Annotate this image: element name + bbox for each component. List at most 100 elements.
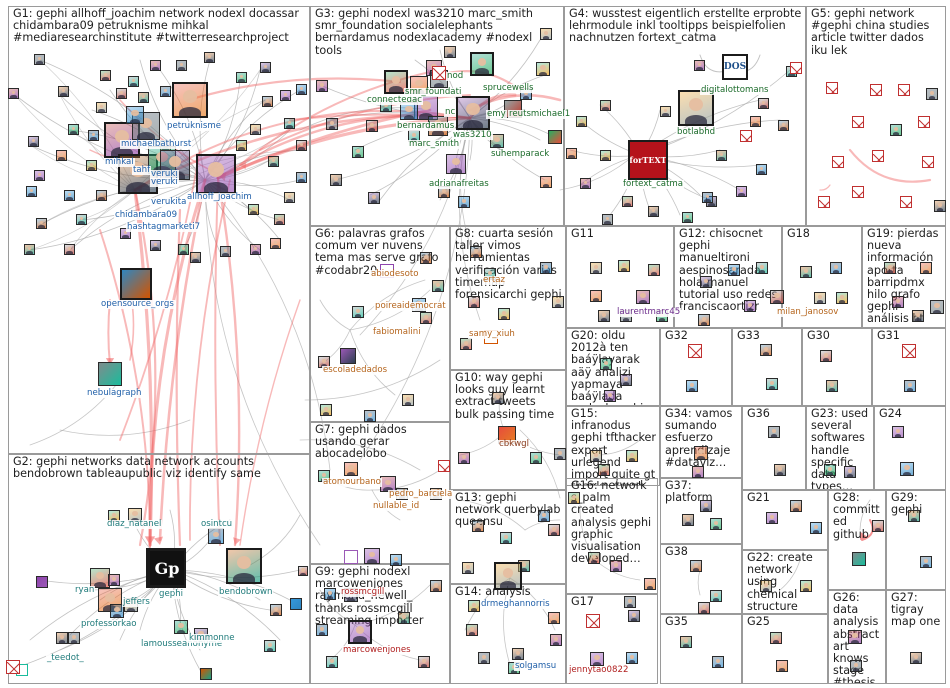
- user-avatar-node[interactable]: [800, 266, 812, 278]
- suspended-account-node[interactable]: [790, 62, 802, 74]
- user-avatar-node[interactable]: [890, 124, 902, 136]
- user-avatar-node[interactable]: [298, 566, 308, 576]
- user-avatar-node[interactable]: [550, 634, 562, 646]
- user-avatar-node[interactable]: [220, 246, 231, 257]
- user-avatar-node[interactable]: [770, 290, 784, 304]
- user-avatar-node[interactable]: [368, 192, 380, 204]
- user-avatar-node[interactable]: [250, 244, 261, 255]
- suspended-account-node[interactable]: [586, 614, 600, 628]
- account-node[interactable]: [98, 362, 122, 386]
- account-node[interactable]: [548, 130, 562, 144]
- user-avatar-node[interactable]: [420, 252, 432, 264]
- user-avatar-node[interactable]: [700, 276, 712, 288]
- user-avatar-node[interactable]: [644, 578, 656, 590]
- user-avatar-node[interactable]: [908, 510, 920, 522]
- user-avatar-node[interactable]: [900, 462, 914, 476]
- user-avatar-node[interactable]: [580, 178, 591, 189]
- user-avatar-node[interactable]: [196, 154, 236, 194]
- user-avatar-node[interactable]: [810, 522, 822, 534]
- user-avatar-node[interactable]: [698, 602, 710, 614]
- user-avatar-node[interactable]: [128, 76, 139, 87]
- user-avatar-node[interactable]: [774, 464, 786, 476]
- user-avatar-node[interactable]: [540, 28, 552, 40]
- user-avatar-node[interactable]: [892, 296, 904, 308]
- user-avatar-node[interactable]: [160, 86, 171, 97]
- user-avatar-node[interactable]: [492, 392, 504, 404]
- user-avatar-node[interactable]: [600, 100, 611, 111]
- user-avatar-node[interactable]: [456, 96, 490, 130]
- user-avatar-node[interactable]: [800, 580, 812, 592]
- user-avatar-node[interactable]: [236, 72, 247, 83]
- user-avatar-node[interactable]: [176, 60, 187, 71]
- user-avatar-node[interactable]: [540, 262, 552, 274]
- user-avatar-node[interactable]: [500, 532, 512, 544]
- suspended-account-node[interactable]: [832, 156, 844, 168]
- user-avatar-node[interactable]: [250, 124, 261, 135]
- user-avatar-node[interactable]: [686, 380, 698, 392]
- user-avatar-node[interactable]: [86, 160, 97, 171]
- user-avatar-node[interactable]: [468, 296, 480, 308]
- user-avatar-node[interactable]: [620, 374, 632, 386]
- user-avatar-node[interactable]: [566, 148, 577, 159]
- account-node[interactable]: [290, 598, 302, 610]
- user-avatar-node[interactable]: [768, 426, 780, 438]
- user-avatar-node[interactable]: [284, 118, 295, 129]
- suspended-account-node[interactable]: [918, 116, 930, 128]
- user-avatar-node[interactable]: [590, 290, 602, 302]
- user-avatar-node[interactable]: [36, 218, 47, 229]
- user-avatar-node[interactable]: [622, 196, 633, 207]
- user-avatar-node[interactable]: [56, 150, 67, 161]
- user-avatar-node[interactable]: [694, 446, 708, 460]
- user-avatar-node[interactable]: [268, 156, 279, 167]
- user-avatar-node[interactable]: [548, 612, 560, 624]
- user-avatar-node[interactable]: [756, 262, 768, 274]
- user-avatar-node[interactable]: [750, 116, 761, 127]
- user-avatar-node[interactable]: [264, 640, 276, 652]
- user-avatar-node[interactable]: [934, 200, 946, 212]
- user-avatar-node[interactable]: [628, 610, 640, 622]
- user-avatar-node[interactable]: [296, 172, 307, 183]
- user-avatar-node[interactable]: [766, 378, 778, 390]
- user-avatar-node[interactable]: [884, 262, 896, 274]
- suspended-account-node[interactable]: [900, 196, 912, 208]
- user-avatar-node[interactable]: [458, 452, 470, 464]
- user-avatar-node[interactable]: [150, 240, 161, 251]
- user-avatar-node[interactable]: [390, 554, 402, 566]
- user-avatar-node[interactable]: [690, 560, 702, 572]
- user-avatar-node[interactable]: [316, 80, 328, 92]
- user-avatar-node[interactable]: [110, 604, 124, 618]
- user-avatar-node[interactable]: [460, 338, 472, 350]
- suspended-account-node[interactable]: [818, 196, 830, 208]
- user-avatar-node[interactable]: [100, 70, 111, 81]
- user-avatar-node[interactable]: [600, 150, 611, 161]
- user-avatar-node[interactable]: [478, 652, 490, 664]
- user-avatar-node[interactable]: [698, 314, 710, 326]
- suspended-account-node[interactable]: [852, 186, 864, 198]
- suspended-account-node[interactable]: [438, 460, 450, 472]
- user-avatar-node[interactable]: [138, 92, 149, 103]
- user-avatar-node[interactable]: [872, 520, 884, 532]
- user-avatar-node[interactable]: [618, 260, 630, 272]
- user-avatar-node[interactable]: [26, 186, 37, 197]
- user-avatar-node[interactable]: [820, 350, 832, 362]
- user-avatar-node[interactable]: [712, 656, 724, 668]
- user-avatar-node[interactable]: [926, 88, 938, 100]
- user-avatar-node[interactable]: [260, 62, 271, 73]
- user-avatar-node[interactable]: [270, 238, 281, 249]
- user-avatar-node[interactable]: [758, 98, 769, 109]
- user-avatar-node[interactable]: [920, 556, 932, 568]
- user-avatar-node[interactable]: [498, 308, 510, 320]
- user-avatar-node[interactable]: [132, 112, 160, 140]
- user-avatar-node[interactable]: [420, 312, 432, 324]
- user-avatar-node[interactable]: [190, 252, 201, 263]
- user-avatar-node[interactable]: [756, 164, 767, 175]
- suspended-account-node[interactable]: [852, 116, 864, 128]
- suspended-account-node[interactable]: [6, 660, 20, 674]
- user-avatar-node[interactable]: [700, 500, 712, 512]
- user-avatar-node[interactable]: [760, 580, 772, 592]
- user-avatar-node[interactable]: [116, 88, 127, 99]
- user-avatar-node[interactable]: [262, 96, 273, 107]
- user-avatar-node[interactable]: [364, 548, 380, 564]
- user-avatar-node[interactable]: [512, 648, 524, 660]
- suspended-account-node[interactable]: [740, 130, 752, 142]
